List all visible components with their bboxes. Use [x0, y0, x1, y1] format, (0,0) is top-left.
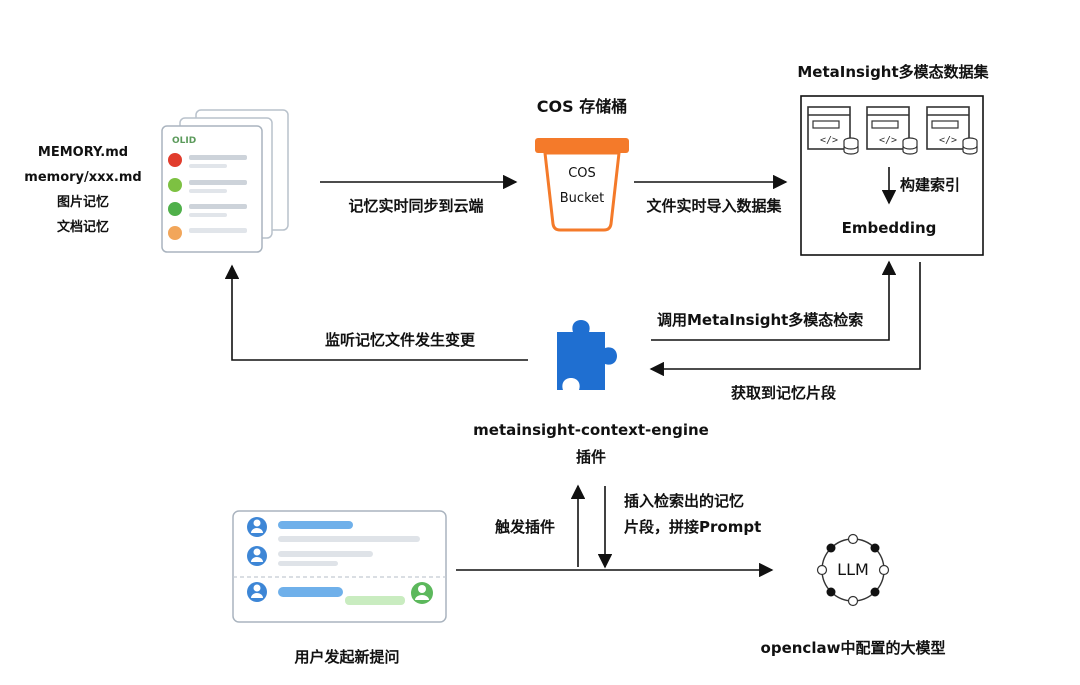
memory-file-list: MEMORY.md memory/xxx.md 图片记忆 文档记忆 [18, 140, 148, 240]
assistant-avatar-icon [411, 582, 433, 604]
call-search-label: 调用MetaInsight多模态检索 [657, 311, 864, 329]
status-dot-red [168, 153, 182, 167]
get-fragments-arrow [649, 262, 921, 377]
watch-changes-arrow [224, 264, 528, 361]
status-dot-light-green [168, 178, 182, 192]
cos-title: COS 存储桶 [536, 97, 628, 116]
svg-text:</>: </> [820, 135, 838, 146]
insert-prompt-line2: 片段，拼接Prompt [624, 518, 762, 536]
code-db-icon: </> [926, 106, 978, 155]
dataset-title: MetaInsight多模态数据集 [797, 63, 989, 81]
memory-file-item: memory/xxx.md [24, 170, 142, 185]
index-label: 构建索引 [900, 176, 961, 194]
bucket-line1: COS [568, 166, 596, 181]
memory-file-item: MEMORY.md [37, 145, 129, 160]
get-fragments-label: 获取到记忆片段 [731, 384, 837, 402]
call-search-arrow [651, 260, 897, 341]
user-label: 用户发起新提问 [294, 648, 400, 666]
insert-prompt-line1: 插入检索出的记忆 [624, 492, 745, 510]
user-avatar-icon [247, 517, 267, 537]
code-db-icon: </> [807, 106, 859, 155]
user-avatar-icon [247, 546, 267, 566]
embedding-label: Embedding [841, 219, 937, 237]
memory-files-icon: OLID [161, 109, 289, 253]
code-db-icon: </> [866, 106, 918, 155]
memory-file-item: 文档记忆 [56, 220, 109, 235]
llm-label: openclaw中配置的大模型 [760, 639, 946, 657]
dataset-code-icons: </> </> </> [807, 106, 978, 155]
llm-text: LLM [837, 560, 869, 579]
sync-cloud-label: 记忆实时同步到云端 [348, 197, 484, 215]
cos-bucket-icon [535, 138, 629, 232]
svg-text:</>: </> [939, 135, 957, 146]
bucket-line2: Bucket [559, 191, 605, 206]
chat-window-icon [232, 510, 447, 623]
status-dot-orange [168, 226, 182, 240]
llm-icon [816, 533, 890, 607]
trigger-plugin-label: 触发插件 [495, 518, 556, 536]
svg-text:</>: </> [879, 135, 897, 146]
watch-changes-label: 监听记忆文件发生变更 [325, 331, 476, 349]
puzzle-plugin-icon [557, 320, 617, 390]
plugin-subtitle: 插件 [575, 448, 607, 466]
user-avatar-icon [247, 582, 267, 602]
status-dot-green [168, 202, 182, 216]
memory-logo-text: OLID [172, 136, 196, 146]
plugin-name: metainsight-context-engine [473, 421, 709, 439]
import-dataset-label: 文件实时导入数据集 [646, 197, 782, 215]
memory-file-item: 图片记忆 [56, 195, 109, 210]
